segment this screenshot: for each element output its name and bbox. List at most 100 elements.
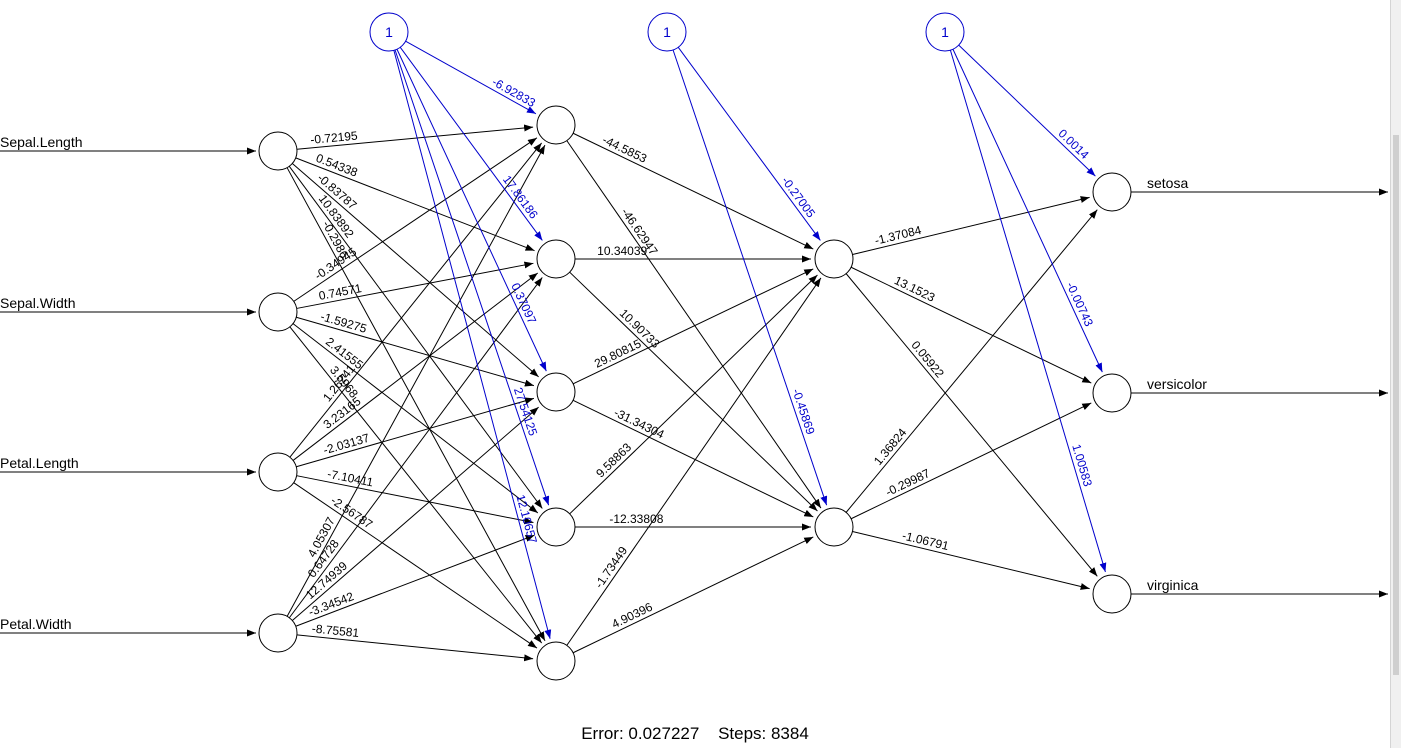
- edge-h1-1-h2-2: [566, 140, 822, 509]
- edge-in4-h1-2: [288, 277, 543, 619]
- edge-in4-h1-4: [295, 534, 535, 627]
- scrollbar-thumb[interactable]: [1393, 135, 1399, 675]
- edge-h2-1-out-1: [852, 196, 1090, 256]
- weight-label-h2-1-out-3: 0.05922: [908, 338, 947, 381]
- input-label-3: Petal.Length: [0, 455, 79, 471]
- weight-label-h1-5-h2-2: 4.90396: [610, 600, 655, 632]
- bias-node-label-2: 1: [663, 24, 671, 40]
- edge-h2-2-out-1: [845, 209, 1098, 513]
- bias-weight-label-out-2: -0.00743: [1063, 280, 1096, 329]
- edge-h2-1-out-2: [850, 266, 1092, 384]
- edge-in3-h1-5: [293, 482, 538, 649]
- weight-label-in3-h1-3: -2.03137: [322, 431, 372, 458]
- hidden1-node-3: [536, 372, 576, 412]
- bias-node-label-1: 1: [385, 24, 393, 40]
- input-label-4: Petal.Width: [0, 616, 72, 632]
- output-label-1: setosa: [1147, 175, 1188, 191]
- hidden2-node-1: [814, 239, 854, 279]
- weight-labels-layer: -0.721950.54338-0.8378710.83892-0.2986-0…: [0, 75, 1207, 640]
- edge-in1-h1-1: [296, 124, 534, 150]
- weight-label-in2-h1-3: -1.59275: [319, 309, 369, 336]
- bias-weight-label-out-3: 1.00583: [1069, 443, 1095, 489]
- weight-label-in4-h1-5: -8.75581: [311, 621, 360, 640]
- training-summary: Error: 0.027227 Steps: 8384: [0, 724, 1390, 744]
- output-label-2: versicolor: [1147, 376, 1207, 392]
- bias-edge-h1-3: [396, 49, 547, 372]
- weight-label-h2-2-out-1: 1.36824: [871, 425, 910, 468]
- hidden2-node-2: [814, 507, 854, 547]
- edge-h2-2-out-3: [852, 530, 1090, 590]
- edge-h1-5-h2-2: [572, 536, 814, 654]
- bias-edge-out-2: [952, 49, 1103, 373]
- hidden1-node-4: [536, 507, 576, 547]
- edge-in2-h1-4: [292, 323, 539, 514]
- bias-weight-label-h1-2: 17.86186: [500, 173, 541, 222]
- hidden1-node-1: [536, 105, 576, 145]
- weight-label-h2-2-out-2: -0.29987: [883, 466, 932, 499]
- edge-in4-h1-1: [286, 144, 546, 617]
- weight-label-h2-1-out-2: 13.1523: [892, 273, 937, 305]
- bias-edge-h1-1: [405, 40, 537, 115]
- edge-h1-5-h2-1: [566, 277, 822, 646]
- nodes-layer: 1 1 1: [258, 12, 1132, 681]
- steps-text: Steps: 8384: [718, 724, 809, 743]
- edge-in2-h1-2: [296, 261, 534, 309]
- hidden1-node-2: [536, 239, 576, 279]
- edge-h1-3-h2-2: [572, 399, 814, 518]
- edge-in4-h1-3: [292, 406, 539, 621]
- edge-in2-h1-3: [296, 316, 535, 387]
- bias-edge-h1-4: [394, 49, 550, 506]
- input-label-2: Sepal.Width: [0, 295, 75, 311]
- weight-label-h1-2-h2-1: 10.34039: [597, 244, 647, 258]
- edge-in3-h1-1: [289, 142, 543, 458]
- bias-edge-h2-1: [677, 47, 821, 241]
- bias-node-2: [647, 12, 687, 52]
- edge-in4-h1-5: [296, 634, 534, 662]
- bias-node-label-3: 1: [941, 24, 949, 40]
- output-label-3: virginica: [1147, 577, 1199, 593]
- edge-in1-h1-4: [288, 165, 543, 509]
- bias-node-1: [369, 12, 409, 52]
- weight-label-h1-4-h2-1: 9.58863: [593, 440, 634, 480]
- input-label-1: Sepal.Length: [0, 134, 83, 150]
- weight-label-in1-h1-1: -0.72195: [310, 129, 359, 147]
- output-node-2: [1092, 373, 1132, 413]
- bias-edge-h1-5: [393, 50, 552, 639]
- bias-edge-h1-2: [399, 47, 543, 241]
- edge-h1-3-h2-1: [572, 268, 814, 385]
- edge-h2-2-out-2: [850, 402, 1092, 520]
- edge-in2-h1-5: [289, 326, 543, 644]
- edge-in1-h1-2: [295, 157, 535, 252]
- edge-in3-h1-2: [292, 272, 539, 461]
- edge-h1-2-h2-2: [569, 271, 818, 512]
- bias-weight-label-h2-1: -0.27005: [779, 174, 819, 221]
- edges-layer: [0, 40, 1388, 662]
- weight-label-h1-4-h2-2: -12.33808: [609, 512, 663, 526]
- edge-in1-h1-3: [292, 163, 539, 378]
- input-node-3: [258, 452, 298, 492]
- bias-node-3: [925, 12, 965, 52]
- weight-label-h1-5-h2-1: -1.73449: [592, 544, 631, 591]
- hidden1-node-5: [536, 641, 576, 681]
- bias-weight-label-out-1: 0.0014: [1055, 126, 1091, 162]
- bias-edge-out-1: [958, 44, 1096, 177]
- weight-label-h1-1-h2-1: -44.5853: [600, 133, 649, 166]
- vertical-scrollbar[interactable]: [1390, 0, 1401, 748]
- bias-weight-label-h2-2: -0.45869: [789, 387, 818, 437]
- output-node-3: [1092, 574, 1132, 614]
- edge-in3-h1-4: [296, 475, 534, 525]
- network-diagram: -0.721950.54338-0.8378710.83892-0.2986-0…: [0, 12, 1388, 681]
- input-node-1: [258, 131, 298, 171]
- edge-h1-1-h2-1: [572, 132, 814, 250]
- edge-in2-h1-1: [293, 137, 538, 302]
- bias-edge-out-3: [949, 50, 1107, 573]
- input-node-2: [258, 292, 298, 332]
- error-text: Error: 0.027227: [581, 724, 700, 743]
- bias-edge-h2-2: [672, 49, 828, 506]
- input-node-4: [258, 613, 298, 653]
- edge-h2-1-out-3: [845, 273, 1098, 577]
- edge-h1-4-h2-1: [569, 274, 818, 515]
- bias-weight-label-h1-4: 27.54125: [511, 386, 540, 438]
- edge-in3-h1-3: [296, 397, 535, 468]
